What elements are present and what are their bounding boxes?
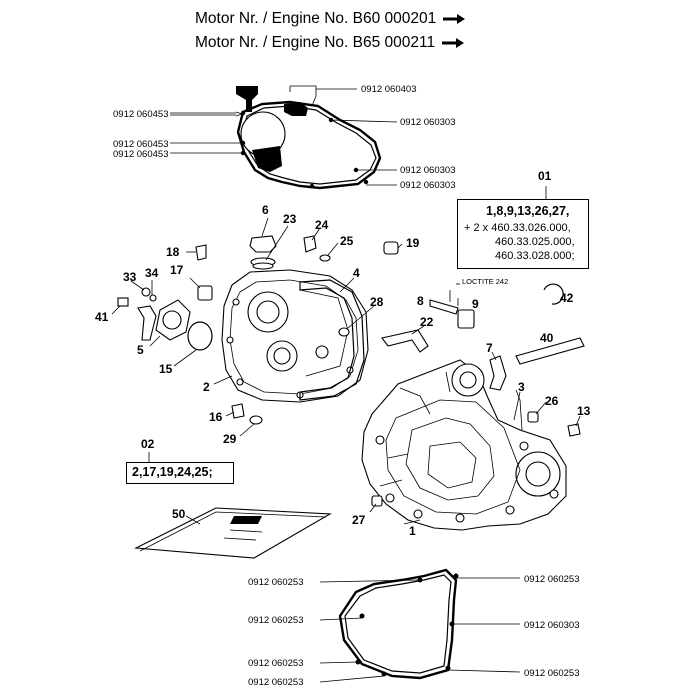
pn-bot-4: 0912 060303 (524, 620, 579, 631)
bushing-19 (383, 241, 403, 255)
clutch-cover-gasket (299, 279, 365, 401)
pn-top-7: 0912 060303 (400, 180, 455, 191)
part-label-5: 5 (137, 343, 144, 357)
part-label-40: 40 (540, 331, 554, 345)
right-arrow-icon (443, 14, 466, 24)
plug-17 (189, 277, 213, 301)
loctite-note: LOCTITE 242 (462, 277, 508, 286)
part-label-22: 22 (420, 315, 434, 329)
leader-2 (213, 375, 233, 385)
kit-01-box: 1,8,9,13,26,27, + 2 x 460.33.026.000, 46… (457, 199, 589, 269)
engine-number-line-2: Motor Nr. / Engine No. B65 000211 (195, 34, 465, 52)
part-label-18: 18 (166, 245, 180, 259)
part-label-1: 1 (409, 524, 416, 538)
part-label-28: 28 (370, 295, 384, 309)
bottom-gasket-leaders (319, 577, 521, 683)
part-label-8: 8 (417, 294, 424, 308)
right-arrow-icon (442, 38, 465, 48)
pn-bot-3: 0912 060253 (248, 615, 303, 626)
guide-22 (381, 325, 429, 353)
lower-cover-gasket (338, 568, 459, 680)
engine-number-line-1: Motor Nr. / Engine No. B60 000201 (195, 10, 466, 28)
part-label-23: 23 (283, 212, 297, 226)
circlip-42 (543, 283, 564, 305)
part-label-6: 6 (262, 203, 269, 217)
kit-02-parts: 2,17,19,24,25; (132, 465, 213, 479)
engine-number-text-1: Motor Nr. / Engine No. B60 000201 (195, 10, 437, 27)
kit-01-parts: 1,8,9,13,26,27, (486, 204, 570, 218)
engine-number-text-2: Motor Nr. / Engine No. B65 000211 (195, 34, 436, 51)
part-label-42: 42 (560, 291, 574, 305)
water-pump (111, 280, 213, 367)
part-label-24: 24 (315, 218, 329, 232)
kit-01-number: 01 (538, 169, 552, 183)
pn-top-1: 0912 060403 (361, 84, 416, 95)
part-label-17: 17 (170, 263, 184, 277)
pn-top-4: 0912 060453 (113, 139, 168, 150)
pn-top-5: 0912 060453 (113, 149, 168, 160)
part-label-41: 41 (95, 310, 109, 324)
clutch-cover (221, 269, 369, 403)
kit-02-box: 2,17,19,24,25; (126, 462, 234, 484)
kit-01-line-3: 460.33.028.000; (495, 250, 575, 262)
part-label-19: 19 (406, 236, 420, 250)
part-label-7: 7 (486, 341, 493, 355)
leader-1 (403, 519, 421, 525)
top-gasket-leaders (170, 88, 398, 186)
part-label-3: 3 (518, 380, 525, 394)
bolt-18 (186, 244, 207, 261)
pn-bot-1: 0912 060253 (248, 577, 303, 588)
pn-bot-5: 0912 060253 (248, 658, 303, 669)
pn-top-3: 0912 060303 (400, 117, 455, 128)
part-label-33: 33 (123, 270, 137, 284)
part-label-25: 25 (340, 234, 354, 248)
screw-16 (225, 403, 263, 437)
part-label-2: 2 (203, 380, 210, 394)
part-label-29: 29 (223, 432, 237, 446)
pn-bot-7: 0912 060253 (248, 677, 303, 688)
pn-top-6: 0912 060303 (400, 165, 455, 176)
stud-8-9 (429, 290, 475, 329)
pn-bot-2: 0912 060253 (524, 574, 579, 585)
crankcase (361, 359, 567, 531)
leader-4 (339, 277, 355, 293)
hose-40 (515, 337, 585, 365)
kit-02-number: 02 (141, 437, 155, 451)
part-label-16: 16 (209, 410, 223, 424)
kit-01-line-2: 460.33.025.000, (495, 236, 575, 248)
part-label-13: 13 (577, 404, 591, 418)
part-label-34: 34 (145, 266, 159, 280)
dowels (369, 401, 581, 513)
part-label-50: 50 (172, 507, 186, 521)
screw-24 (303, 227, 339, 262)
upper-cover-gasket (170, 85, 382, 190)
ring-28 (338, 305, 375, 337)
kit-01-line-1: + 2 x 460.33.026.000, (464, 222, 571, 234)
pn-top-2: 0912 060453 (113, 109, 168, 120)
manual-booklet (134, 507, 332, 559)
part-label-26: 26 (545, 394, 559, 408)
leader-3 (513, 391, 521, 421)
part-label-15: 15 (159, 362, 173, 376)
part-label-27: 27 (352, 513, 366, 527)
elbow-7 (489, 351, 507, 391)
part-label-4: 4 (353, 266, 360, 280)
pn-bot-6: 0912 060253 (524, 668, 579, 679)
filler-plug (249, 217, 289, 270)
part-label-9: 9 (472, 297, 479, 311)
